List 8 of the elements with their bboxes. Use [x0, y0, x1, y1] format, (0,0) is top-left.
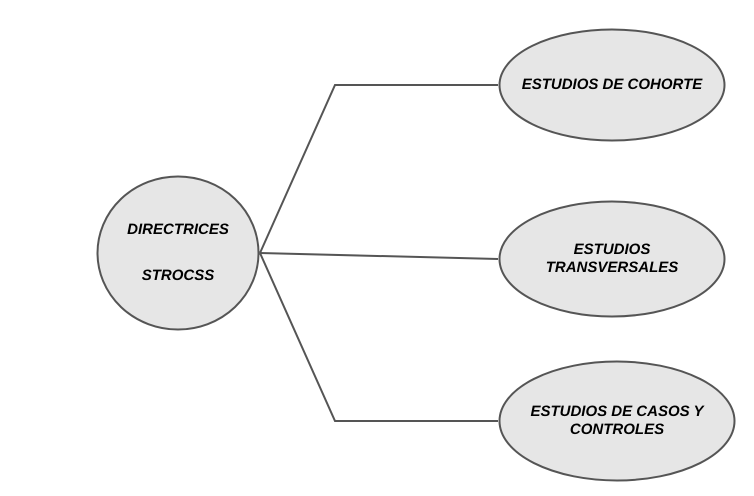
connector-line [259, 84, 498, 254]
node-label: ESTUDIOS TRANSVERSALES [544, 241, 680, 277]
node-label: STROCSS [140, 267, 216, 285]
node-label: ESTUDIOS DE CASOS Y CONTROLES [529, 403, 706, 439]
connector-line [259, 252, 498, 422]
connector-line [260, 252, 498, 260]
node-label: DIRECTRICES [126, 221, 230, 239]
node-label: ESTUDIOS DE COHORTE [520, 76, 704, 94]
